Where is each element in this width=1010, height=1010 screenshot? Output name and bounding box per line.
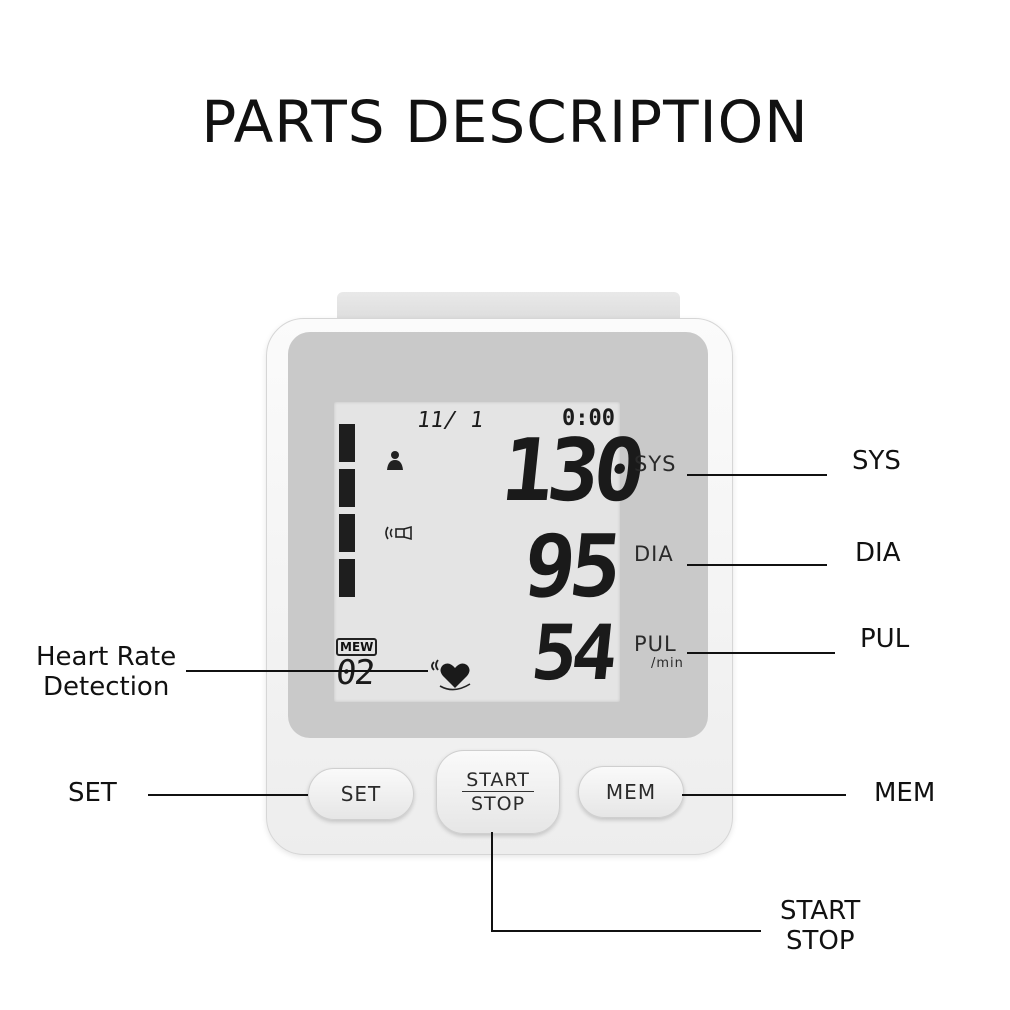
- pul-unit-label: /min: [651, 656, 684, 671]
- heart-rate-leader-line: [186, 670, 428, 672]
- start-leader-line-horizontal: [491, 930, 761, 932]
- heart-rate-callout-line1: Heart Rate: [36, 642, 177, 672]
- pul-label: PUL: [634, 632, 677, 656]
- pressure-bar-segment: [339, 514, 355, 552]
- pul-callout: PUL: [860, 624, 910, 654]
- person-icon: [387, 451, 403, 470]
- start-callout-line1: START: [780, 896, 861, 926]
- pressure-bar-segment: [339, 469, 355, 507]
- dia-label: DIA: [634, 542, 674, 566]
- lcd-date: 11/ 1: [415, 408, 485, 433]
- mem-button[interactable]: MEM: [578, 766, 684, 818]
- memory-number: 02: [333, 653, 376, 693]
- cuff-signal-icon: [385, 525, 412, 541]
- set-callout: SET: [68, 778, 117, 808]
- start-stop-button[interactable]: START STOP: [436, 750, 560, 834]
- heart-rate-callout-line2: Detection: [43, 672, 170, 702]
- set-leader-line: [148, 794, 308, 796]
- sys-callout: SYS: [852, 446, 901, 476]
- pul-reading: 54: [527, 608, 617, 697]
- set-button-label: SET: [340, 782, 382, 806]
- sys-label: SYS: [634, 452, 677, 476]
- start-leader-line-vertical: [491, 832, 493, 932]
- dia-leader-line: [687, 564, 827, 566]
- memory-badge: MEW: [336, 638, 378, 656]
- sys-reading: 130: [496, 421, 645, 521]
- dia-reading: 95: [518, 517, 621, 617]
- pul-leader-line: [687, 652, 835, 654]
- start-label: START: [462, 769, 534, 792]
- heart-pulse-icon: [431, 659, 471, 691]
- dia-callout: DIA: [855, 538, 901, 568]
- mem-callout: MEM: [874, 778, 936, 808]
- lcd-screen: [334, 402, 620, 702]
- mem-leader-line: [682, 794, 846, 796]
- start-callout-line2: STOP: [786, 926, 855, 956]
- sys-leader-line: [687, 474, 827, 476]
- pressure-bar-segment: [339, 559, 355, 597]
- lcd-time: 0:00: [562, 406, 615, 431]
- stop-label: STOP: [470, 792, 526, 815]
- page-title: PARTS DESCRIPTION: [201, 88, 809, 156]
- set-button[interactable]: SET: [308, 768, 414, 820]
- pressure-bar-segment: [339, 424, 355, 462]
- mem-button-label: MEM: [605, 780, 657, 804]
